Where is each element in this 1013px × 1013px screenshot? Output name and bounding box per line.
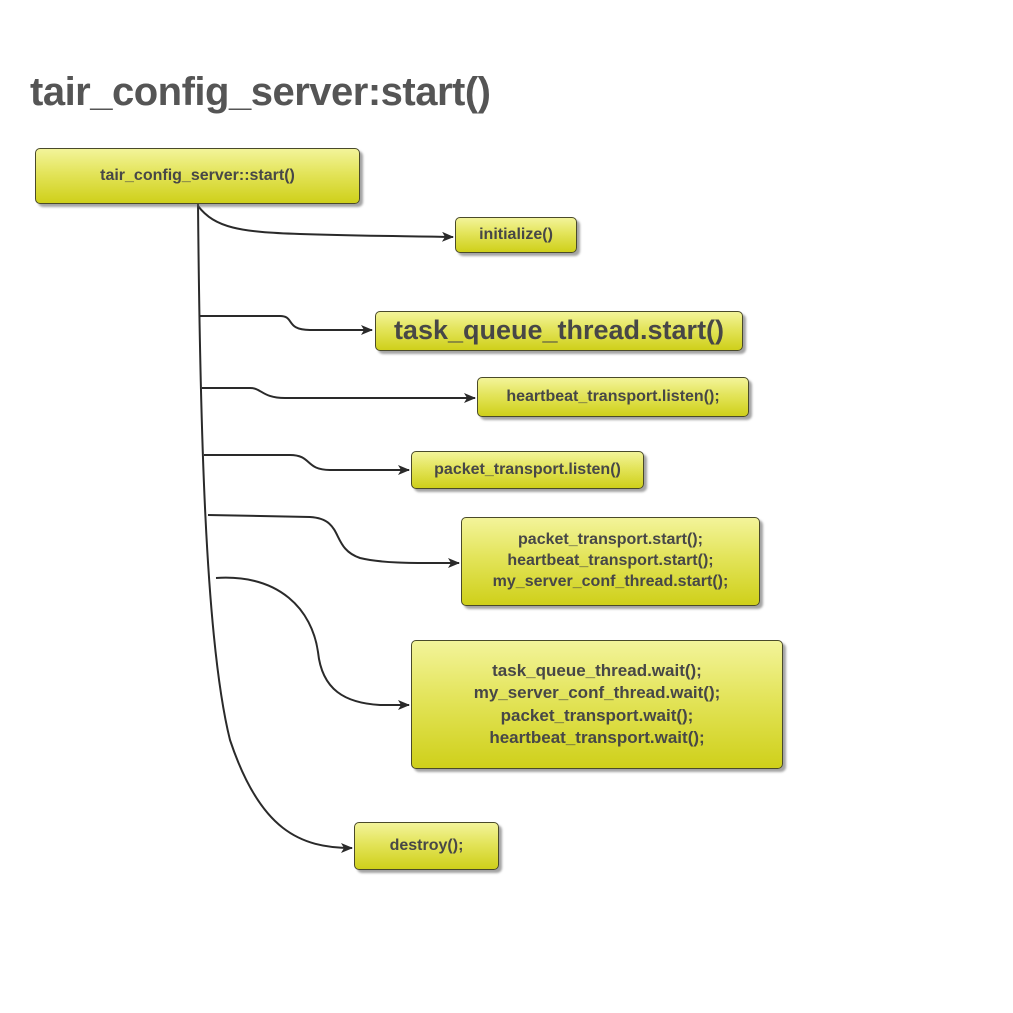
step-line: heartbeat_transport.start();	[507, 552, 714, 570]
arrow-packet-listen	[204, 454, 410, 475]
arrow-heartbeat-listen	[202, 387, 476, 403]
step-line: task_queue_thread.wait();	[492, 661, 702, 681]
step-start-group: packet_transport.start(); heartbeat_tran…	[461, 517, 760, 606]
step-line: packet_transport.listen()	[434, 460, 621, 478]
arrow-wait-group	[215, 576, 410, 710]
arrow-task-queue-start	[200, 315, 373, 335]
step-line: my_server_conf_thread.wait();	[473, 683, 721, 703]
diagram-title: tair_config_server:start()	[30, 70, 491, 114]
step-initialize: initialize()	[455, 217, 577, 253]
step-task-queue-start: task_queue_thread.start()	[375, 311, 743, 351]
step-line: task_queue_thread.start()	[393, 315, 725, 346]
step-heartbeat-listen: heartbeat_transport.listen();	[477, 377, 749, 417]
step-destroy: destroy();	[354, 822, 499, 870]
step-line: heartbeat_transport.wait();	[489, 727, 705, 747]
root-node-label: tair_config_server::start()	[100, 166, 295, 184]
step-packet-listen: packet_transport.listen()	[411, 451, 644, 489]
step-line: my_server_conf_thread.start();	[492, 572, 729, 590]
root-node: tair_config_server::start()	[35, 148, 360, 204]
step-wait-group: task_queue_thread.wait(); my_server_conf…	[411, 640, 783, 769]
step-line: packet_transport.start();	[518, 531, 703, 549]
arrow-initialize	[197, 205, 454, 242]
step-line: initialize()	[479, 225, 553, 243]
step-line: heartbeat_transport.listen();	[506, 387, 720, 405]
arrow-start-group	[207, 514, 460, 569]
step-line: packet_transport.wait();	[500, 705, 694, 725]
step-line: destroy();	[389, 836, 464, 854]
trunk-line	[197, 203, 353, 853]
